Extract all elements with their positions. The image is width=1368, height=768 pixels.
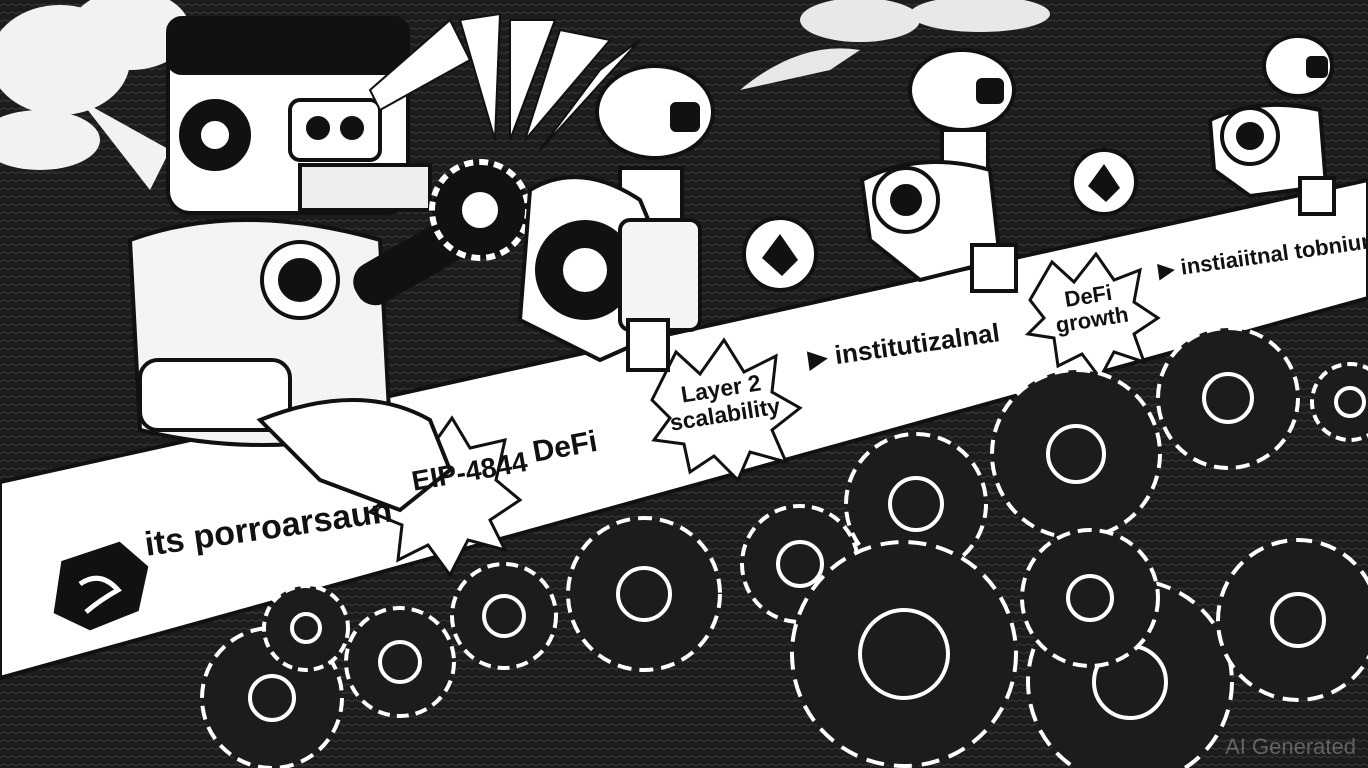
- robot-icon: [517, 64, 715, 372]
- cloud-icon: [740, 0, 1050, 90]
- gear-icon: [1310, 362, 1368, 442]
- gear-icon: [566, 516, 722, 672]
- shield-icon: [50, 538, 152, 634]
- ai-generated-watermark: AI Generated: [1225, 734, 1356, 759]
- gear-icon: [1216, 538, 1368, 702]
- gear-icon: [1156, 326, 1300, 470]
- coin-icon: [1070, 148, 1138, 216]
- coin-icon: [742, 216, 818, 292]
- robot-icon: [127, 16, 477, 513]
- robot-icon: [1207, 34, 1336, 216]
- light-rays: [368, 12, 641, 151]
- gear-icon: [990, 368, 1162, 540]
- gear-icon: [450, 562, 558, 670]
- shield-emblem: [78, 575, 122, 614]
- gear-icon: [262, 584, 350, 672]
- gear-icon: [1020, 528, 1160, 668]
- gear-field: [200, 326, 1368, 768]
- gear-icon: [429, 159, 531, 261]
- gear-icon: [844, 432, 988, 576]
- robot-icon: [859, 48, 1018, 293]
- gear-icon: [790, 540, 1018, 768]
- cloud-icon: [0, 0, 190, 190]
- defi-burst: [1024, 251, 1161, 381]
- gear-icon: [344, 606, 456, 718]
- layer2-burst: [650, 337, 803, 483]
